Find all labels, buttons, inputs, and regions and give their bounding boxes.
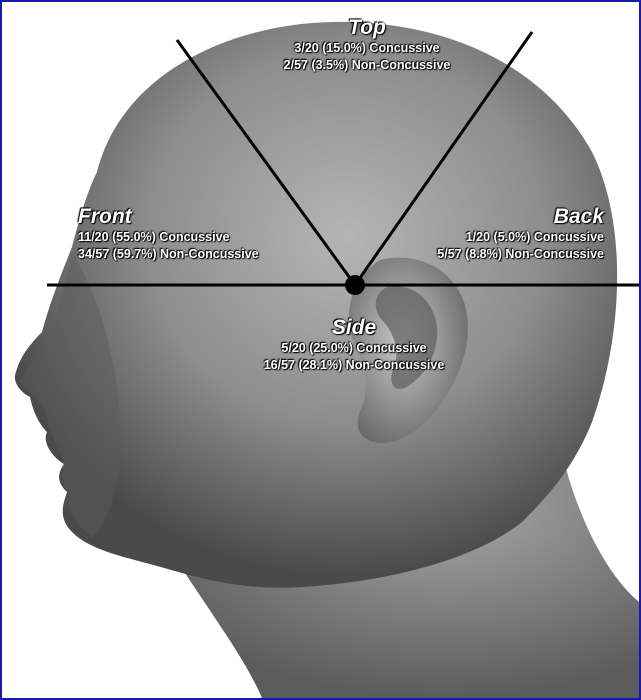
region-side-non-concussive: 16/57 (28.1%) Non-Concussive — [224, 357, 484, 374]
region-front-title: Front — [78, 205, 338, 229]
region-back-title: Back — [352, 205, 604, 229]
region-side: Side 5/20 (25.0%) Concussive 16/57 (28.1… — [224, 316, 484, 374]
region-front-concussive: 11/20 (55.0%) Concussive — [78, 229, 338, 246]
region-side-title: Side — [224, 316, 484, 340]
region-back: Back 1/20 (5.0%) Concussive 5/57 (8.8%) … — [352, 205, 604, 263]
region-side-concussive: 5/20 (25.0%) Concussive — [224, 340, 484, 357]
region-back-non-concussive: 5/57 (8.8%) Non-Concussive — [352, 246, 604, 263]
region-back-concussive: 1/20 (5.0%) Concussive — [352, 229, 604, 246]
region-top-non-concussive: 2/57 (3.5%) Non-Concussive — [247, 57, 487, 74]
region-top: Top 3/20 (15.0%) Concussive 2/57 (3.5%) … — [247, 16, 487, 74]
region-top-title: Top — [247, 16, 487, 40]
center-point — [345, 275, 365, 295]
region-top-concussive: 3/20 (15.0%) Concussive — [247, 40, 487, 57]
region-front-non-concussive: 34/57 (59.7%) Non-Concussive — [78, 246, 338, 263]
region-front: Front 11/20 (55.0%) Concussive 34/57 (59… — [78, 205, 338, 263]
